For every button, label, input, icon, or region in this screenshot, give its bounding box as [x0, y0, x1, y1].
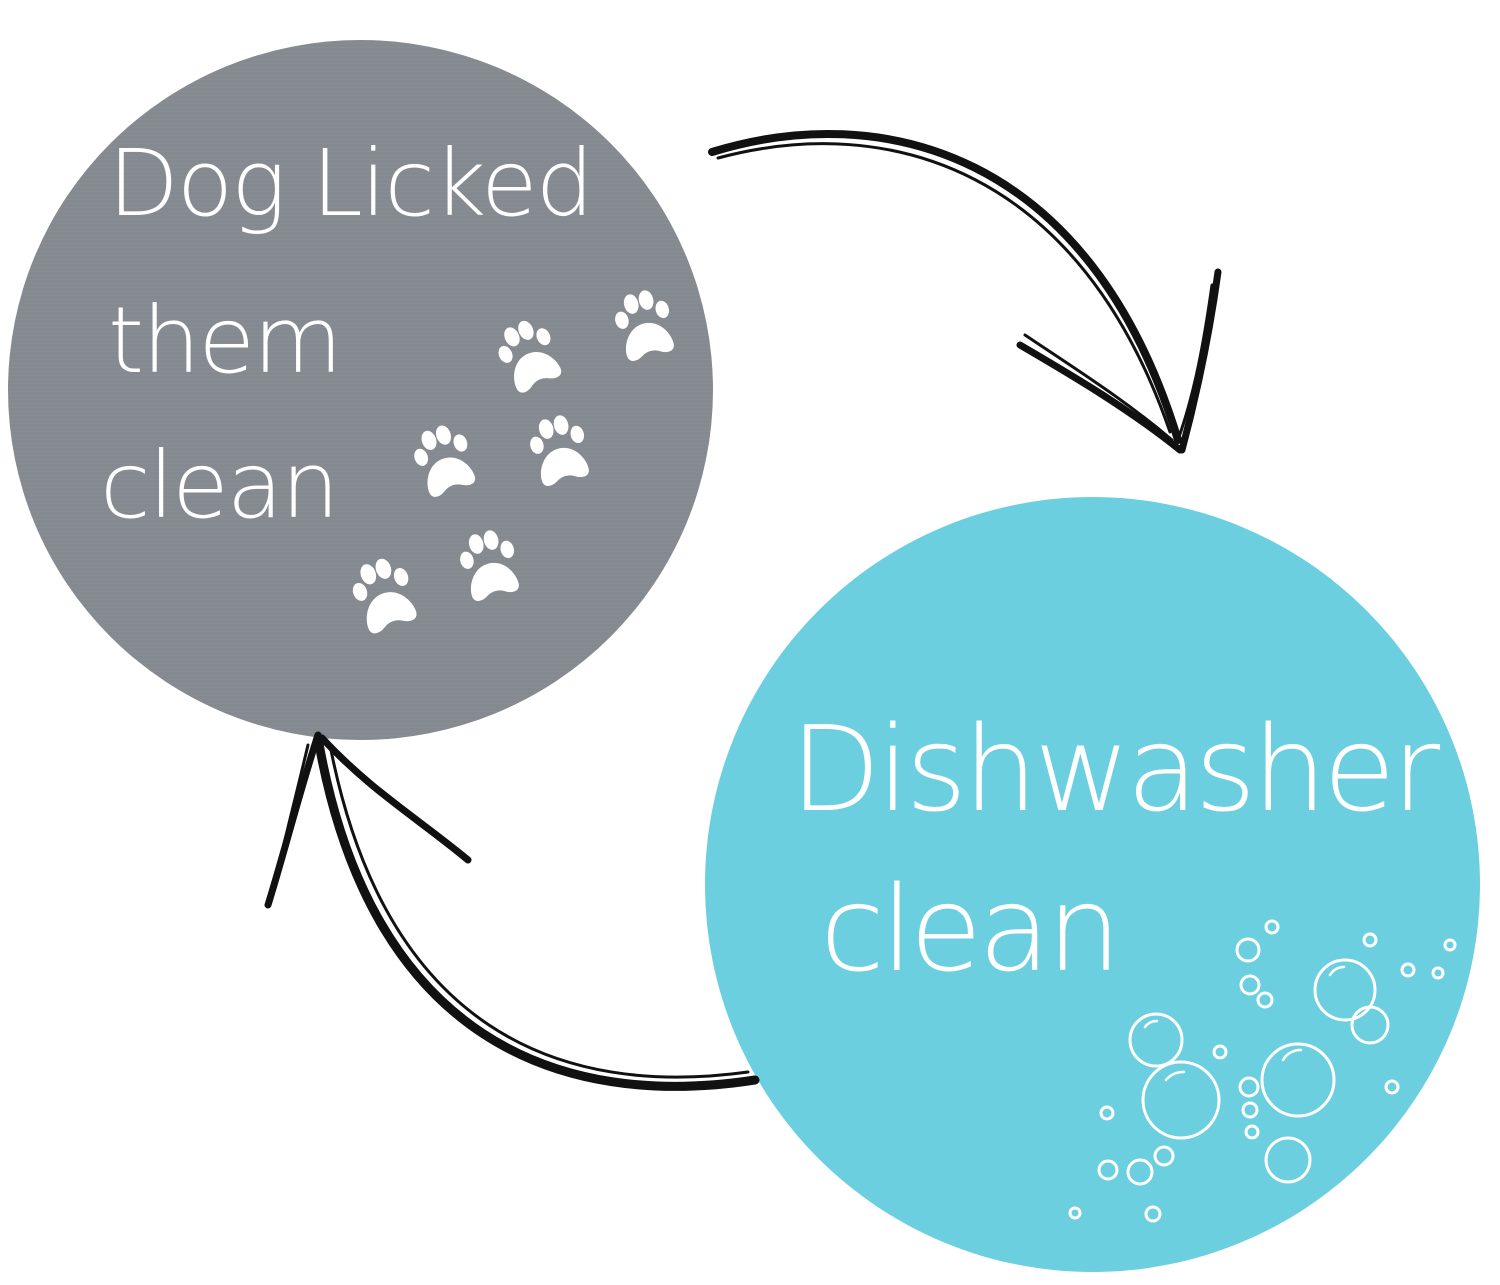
dishwasher-clean-magnet: [705, 497, 1480, 1272]
grey-magnet-line-2: them: [108, 287, 343, 394]
bubble-icon: [1099, 1105, 1115, 1121]
bubble-icon: [1384, 1079, 1400, 1095]
bubble-icon: [1126, 1158, 1154, 1186]
bubble-icon: [1212, 1044, 1228, 1060]
bubble-icon: [1235, 937, 1261, 963]
blue-magnet-line-2: clean: [820, 860, 1121, 998]
grey-magnet-line-1: Dog Licked: [108, 130, 594, 237]
curved-arrow-up-icon: [264, 731, 760, 1091]
blue-magnet-line-1: Dishwasher: [790, 700, 1440, 838]
bubble-icon: [1153, 1145, 1175, 1167]
bubble-icon: [1128, 1012, 1184, 1068]
bubble-icon: [1260, 1042, 1336, 1118]
bubble-icon: [1443, 938, 1457, 952]
bubble-icon: [1431, 966, 1445, 980]
bubble-icon: [1238, 1076, 1260, 1098]
bubble-icon: [1362, 932, 1378, 948]
bubble-icon: [1144, 1205, 1162, 1223]
curved-arrow-down-icon: [708, 129, 1222, 454]
bubble-icon: [1239, 974, 1261, 996]
bubble-icon: [1313, 958, 1377, 1022]
bubble-icon: [1256, 991, 1274, 1009]
bubble-icon: [1068, 1206, 1082, 1220]
grey-magnet-line-3: clean: [100, 432, 339, 539]
bubble-icon: [1264, 919, 1280, 935]
bubble-icon: [1350, 1005, 1390, 1045]
bubble-icon: [1141, 1060, 1221, 1140]
bubble-icon: [1241, 1101, 1259, 1119]
bubble-icon: [1400, 962, 1416, 978]
bubble-icon: [1097, 1159, 1119, 1181]
bubble-icon: [1264, 1136, 1312, 1184]
dog-licked-magnet: [8, 40, 713, 740]
bubble-icon: [1244, 1124, 1260, 1140]
